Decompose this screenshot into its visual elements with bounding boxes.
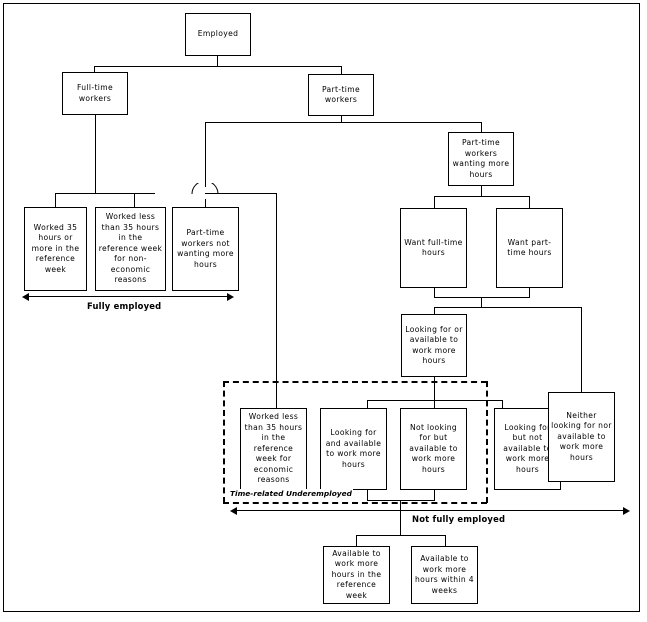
time-related-underemployed-label: Time-related Underemployed [229,489,353,498]
connector-not-looking-avail-down [434,490,435,501]
node-worked-35-or-more-label: Worked 35 hours or more in the reference… [31,222,80,274]
connector-looking-avail-down [367,490,368,501]
node-full-time-workers-label: Full-time workers [76,83,114,103]
node-part-time-wanting-more-hours[interactable]: Part-time workers wanting more hours [448,132,514,186]
dashed-box-right [486,381,488,503]
connector-parttime-down [341,116,342,123]
node-looking-or-available-label: Looking for or available to work more ho… [405,324,463,366]
node-part-time-workers-label: Part-time workers [321,84,361,105]
connector-bottom-merge-down [400,500,401,536]
connector-to-looking-not-available [502,400,503,408]
node-worked-less-economic[interactable]: Worked less than 35 hours in the referen… [240,408,307,490]
connector-worked-less-economic-up [276,392,277,408]
connector-to-worked35 [55,193,56,207]
arrowhead-left [230,506,237,515]
connector-to-looking-or-available [434,307,435,314]
node-available-reference-week-label: Available to work more hours in the refe… [331,548,382,600]
node-worked-35-or-more[interactable]: Worked 35 hours or more in the reference… [24,207,87,291]
connector-employed-bus [94,66,341,67]
connector-bottom-split-bus [356,535,445,536]
node-want-part-time-hours-label: Want part-time hours [507,237,552,258]
connector-looking-or-available-down [434,377,435,401]
connector-bus-to-pt-wanting [481,122,482,132]
node-employed[interactable]: Employed [185,13,251,56]
node-looking-or-available[interactable]: Looking for or available to work more ho… [401,314,467,377]
arrow-shaft [27,296,229,297]
node-looking-and-available[interactable]: Looking for and available to work more h… [320,408,387,490]
connector-want-parttime-down [529,288,530,298]
node-not-looking-but-available[interactable]: Not looking for but available to work mo… [400,408,467,490]
node-available-within-4-weeks-label: Available to work more hours within 4 we… [415,554,474,595]
node-want-part-time-hours[interactable]: Want part-time hours [496,208,563,288]
connector-bus-to-pt-not-wanting-upper [205,122,206,187]
connector-to-not-looking-available [434,400,435,408]
node-looking-and-available-label: Looking for and available to work more h… [325,428,382,469]
node-want-full-time-hours-label: Want full-time hours [404,237,463,258]
connector-bottom-merge-bus [367,500,435,501]
node-part-time-wanting-more-hours-label: Part-time workers wanting more hours [452,138,510,179]
fully-employed-label: Fully employed [87,301,162,311]
node-full-time-workers[interactable]: Full-time workers [62,72,128,115]
connector-want-fulltime-down [434,288,435,298]
connector-to-available-4weeks [445,535,446,546]
node-available-within-4-weeks[interactable]: Available to work more hours within 4 we… [411,546,478,604]
node-neither-looking-nor-available[interactable]: Neither looking for nor available to wor… [548,392,615,482]
node-worked-less-non-economic[interactable]: Worked less than 35 hours in the referen… [95,207,166,291]
fully-employed-arrow [22,292,234,301]
connector-to-worked-less-non-econ [134,193,135,207]
connector-pt-wanting-down [481,186,482,197]
connector-fulltime-group-bus [55,193,155,194]
arrow-shaft [235,510,625,511]
dashed-box-left [223,381,225,503]
dashed-box-bottom [223,502,487,504]
connector-bus-to-pt-not-wanting-lower [205,199,206,207]
arrowhead-right [227,292,234,301]
connector-to-want-fulltime [434,196,435,208]
dashed-box-top [223,381,487,383]
node-part-time-not-wanting-more[interactable]: Part-time workers not wanting more hours [172,207,239,291]
connector-parttime-bus [205,122,481,123]
arrowhead-right [623,506,630,515]
node-available-reference-week[interactable]: Available to work more hours in the refe… [323,546,390,604]
node-looking-but-not-available-label: Looking for but not available to work mo… [503,422,552,474]
connector-lookingavail-bus [434,307,582,308]
not-fully-employed-label: Not fully employed [412,514,506,524]
connector-want-hours-bus [434,196,529,197]
connector-to-looking-and-available [367,400,368,408]
connector-pt-right-drop [276,193,277,392]
node-want-full-time-hours[interactable]: Want full-time hours [400,208,467,288]
connector-to-neither [581,307,582,392]
connector-bus-to-fulltime [94,66,95,72]
node-not-looking-but-available-label: Not looking for but available to work mo… [409,422,458,474]
connector-to-want-parttime [529,196,530,208]
connector-want-merge-down [481,297,482,308]
node-part-time-not-wanting-more-label: Part-time workers not wanting more hours [177,228,234,269]
connector-fulltime-down [95,115,96,193]
arrowhead-left [22,292,29,301]
not-fully-employed-arrow [230,506,630,515]
node-part-time-workers[interactable]: Part-time workers [308,74,374,116]
node-worked-less-non-economic-label: Worked less than 35 hours in the referen… [98,212,163,285]
node-worked-less-economic-label: Worked less than 35 hours in the referen… [244,412,303,485]
connector-bus-to-parttime [341,66,342,74]
line-jump-arc [188,183,222,197]
connector-to-available-reference-week [356,535,357,546]
connector-employed-down [217,56,218,67]
connector-pt-not-wanting-right-bus [205,193,276,194]
node-neither-looking-nor-available-label: Neither looking for nor available to wor… [551,410,612,462]
connector-want-merge-bus [434,297,530,298]
diagram-border [3,3,640,612]
node-employed-label: Employed [197,29,239,39]
